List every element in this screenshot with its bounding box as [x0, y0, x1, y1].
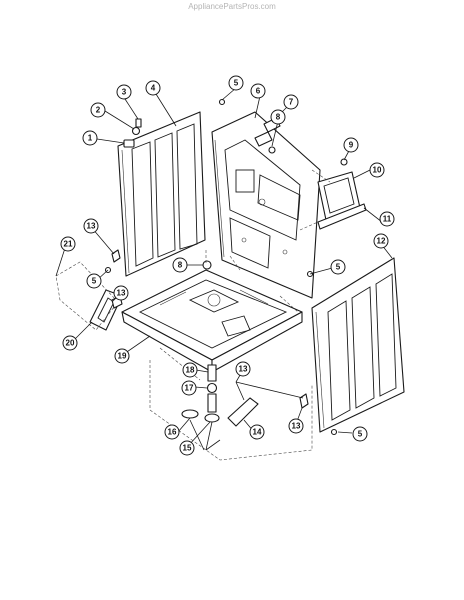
- callout-5-bottom: 5: [352, 426, 368, 442]
- callout-label: 21: [64, 240, 73, 249]
- callout-label: 18: [186, 366, 195, 375]
- small-parts-top: [123, 117, 281, 154]
- callout-8-top: 8: [270, 109, 286, 125]
- callout-label: 10: [373, 166, 382, 175]
- callout-label: 13: [117, 289, 126, 298]
- callout-20: 20: [62, 335, 78, 351]
- callout-13-bottom-center: 13: [235, 361, 251, 377]
- callout-10: 10: [369, 162, 385, 178]
- callout-1: 1: [82, 130, 98, 146]
- callout-label: 16: [168, 428, 177, 437]
- callout-19: 19: [114, 348, 130, 364]
- callout-13-bottom-right: 13: [288, 418, 304, 434]
- callout-5-right: 5: [330, 259, 346, 275]
- site-watermark: AppliancePartsPros.com: [188, 2, 276, 11]
- rear-panel: [211, 111, 321, 299]
- callout-label: 14: [253, 428, 262, 437]
- right-side-panel: [311, 257, 405, 433]
- callout-label: 17: [185, 384, 194, 393]
- callout-label: 9: [349, 141, 354, 150]
- callout-21: 21: [60, 236, 76, 252]
- callout-label: 3: [122, 88, 127, 97]
- callout-label: 8: [178, 261, 183, 270]
- callout-label: 12: [377, 237, 386, 246]
- callout-8-lower: 8: [172, 257, 188, 273]
- callout-14: 14: [249, 424, 265, 440]
- callout-11: 11: [379, 211, 395, 227]
- callout-12: 12: [373, 233, 389, 249]
- callout-6: 6: [250, 83, 266, 99]
- callout-label: 5: [92, 277, 97, 286]
- callout-label: 1: [88, 134, 93, 143]
- callout-label: 11: [383, 215, 392, 224]
- callout-label: 13: [292, 422, 301, 431]
- callout-13-left: 13: [113, 285, 129, 301]
- callout-5-top: 5: [228, 75, 244, 91]
- callout-label: 13: [239, 365, 248, 374]
- callout-label: 2: [96, 106, 101, 115]
- callout-2: 2: [90, 102, 106, 118]
- callout-9: 9: [343, 137, 359, 153]
- leveling-legs: [181, 364, 259, 427]
- callout-label: 5: [234, 79, 239, 88]
- callout-label: 20: [66, 339, 75, 348]
- callout-13-upper-left: 13: [83, 218, 99, 234]
- callout-4: 4: [145, 80, 161, 96]
- callout-label: 7: [289, 98, 294, 107]
- callout-5-left: 5: [86, 273, 102, 289]
- front-kick-panel: [55, 261, 123, 331]
- base-frame: [121, 260, 303, 373]
- access-panel: [299, 158, 367, 231]
- callout-label: 5: [358, 430, 363, 439]
- callout-label: 5: [336, 263, 341, 272]
- callout-label: 19: [118, 352, 127, 361]
- callout-label: 6: [256, 87, 261, 96]
- callout-15: 15: [179, 440, 195, 456]
- callout-18: 18: [182, 362, 198, 378]
- callout-3: 3: [116, 84, 132, 100]
- callout-17: 17: [181, 380, 197, 396]
- callout-16: 16: [164, 424, 180, 440]
- callout-label: 13: [87, 222, 96, 231]
- left-side-panel: [117, 111, 206, 277]
- callout-label: 15: [183, 444, 192, 453]
- callout-label: 4: [151, 84, 156, 93]
- callout-label: 8: [276, 113, 281, 122]
- callout-7: 7: [283, 94, 299, 110]
